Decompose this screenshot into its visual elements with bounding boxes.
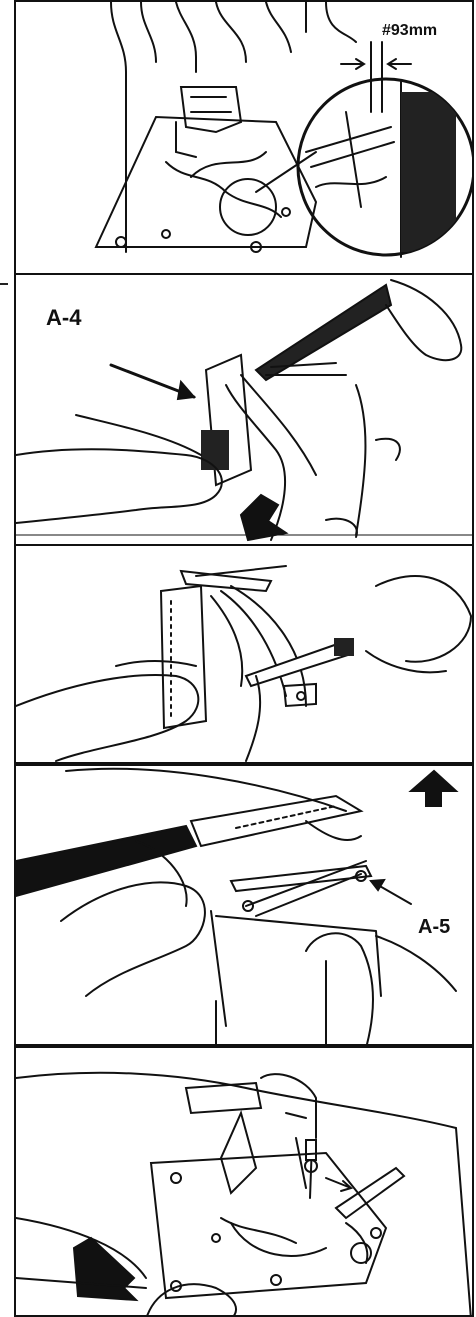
illustration-panel-4: A-5: [14, 764, 474, 1046]
threading-through-guide-drawing: [16, 546, 474, 764]
illustration-panel-2: A-4: [14, 273, 474, 549]
illustration-panel-3: [14, 544, 474, 764]
part-label-a4: A-4: [46, 305, 81, 331]
tweezers-threading-drawing: [16, 275, 474, 549]
margin-tick: [0, 283, 8, 285]
finished-threading-machine-drawing: [16, 1048, 474, 1317]
machine-needle-closeup-drawing: [16, 2, 474, 278]
looper-threading-drawing: [16, 766, 474, 1046]
illustration-panel-1: #93mm: [14, 0, 474, 278]
part-label-a5: A-5: [418, 916, 450, 939]
measurement-label: #93mm: [382, 22, 437, 40]
illustration-panel-5: [14, 1046, 474, 1317]
